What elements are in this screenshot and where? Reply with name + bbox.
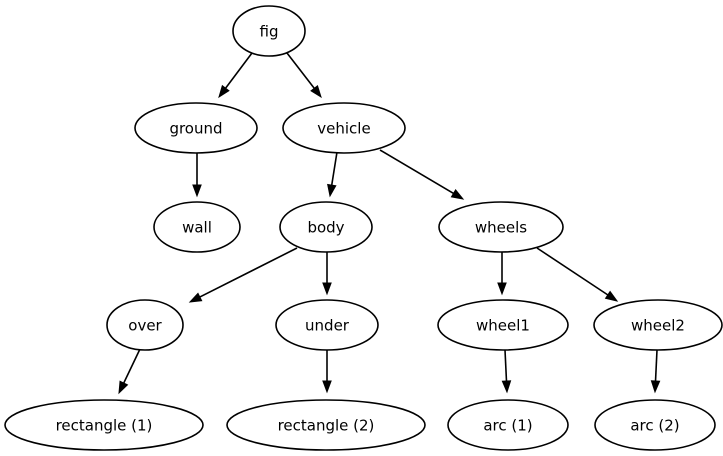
node-label-body: body	[307, 219, 344, 237]
node-ellipse-wall[interactable]	[153, 201, 241, 253]
graph-node-arc2[interactable]: arc (2)	[594, 399, 716, 451]
graph-node-ground[interactable]: ground	[134, 102, 258, 154]
edge-line	[330, 151, 338, 187]
edge-arrowhead-icon	[327, 183, 337, 198]
graph-edge	[536, 247, 619, 302]
node-label-rectangle1: rectangle (1)	[56, 417, 153, 435]
edge-arrowhead-icon	[310, 84, 322, 99]
edge-arrowhead-icon	[497, 282, 507, 296]
edge-line	[122, 348, 141, 385]
graph-node-rectangle2[interactable]: rectangle (2)	[226, 399, 426, 451]
graph-edge	[501, 349, 512, 394]
node-ellipse-ground[interactable]	[134, 102, 258, 154]
node-label-under: under	[305, 317, 350, 335]
graph-node-arc1[interactable]: arc (1)	[447, 399, 569, 451]
graph-node-under[interactable]: under	[275, 299, 379, 351]
edge-arrowhead-icon	[322, 380, 332, 394]
node-label-arc2: arc (2)	[630, 417, 679, 435]
graph-edge	[497, 252, 507, 296]
node-ellipse-wheel1[interactable]	[437, 299, 569, 351]
graph-edge	[379, 149, 465, 200]
node-label-rectangle2: rectangle (2)	[278, 417, 375, 435]
edge-line	[504, 349, 508, 383]
edge-line	[224, 52, 253, 90]
edge-line	[198, 247, 298, 299]
graph-edge	[650, 349, 661, 394]
node-label-wheel1: wheel1	[476, 317, 530, 335]
node-ellipse-under[interactable]	[275, 299, 379, 351]
edge-arrowhead-icon	[322, 282, 332, 296]
graph-edge	[286, 52, 322, 99]
graph-node-vehicle[interactable]: vehicle	[282, 102, 406, 154]
node-ellipse-arc1[interactable]	[447, 399, 569, 451]
nodes-layer: fig ground vehicle wall body wheels over under w…	[4, 5, 723, 451]
edge-arrowhead-icon	[192, 184, 202, 198]
graph-node-fig[interactable]: fig	[232, 5, 306, 57]
graph-node-wheel2[interactable]: wheel2	[593, 299, 723, 351]
node-ellipse-wheels[interactable]	[438, 201, 564, 253]
edge-arrowhead-icon	[450, 189, 465, 200]
node-ellipse-wheel2[interactable]	[593, 299, 723, 351]
edge-line	[379, 149, 456, 195]
node-label-arc1: arc (1)	[483, 417, 532, 435]
node-label-wheel2: wheel2	[631, 317, 685, 335]
node-ellipse-arc2[interactable]	[594, 399, 716, 451]
graph-node-rectangle1[interactable]: rectangle (1)	[4, 399, 204, 451]
node-label-over: over	[128, 317, 162, 335]
node-label-wheels: wheels	[475, 219, 527, 237]
node-label-fig: fig	[260, 23, 279, 41]
node-ellipse-vehicle[interactable]	[282, 102, 406, 154]
node-ellipse-body[interactable]	[279, 201, 373, 253]
graph-edge	[322, 252, 332, 296]
node-ellipse-rectangle1[interactable]	[4, 399, 204, 451]
graph-edge	[192, 153, 202, 198]
node-ellipse-over[interactable]	[106, 299, 184, 351]
edge-arrowhead-icon	[604, 290, 619, 302]
node-label-ground: ground	[169, 120, 222, 138]
edge-arrowhead-icon	[188, 292, 203, 303]
graph-edge	[218, 52, 253, 99]
graph-node-wheels[interactable]: wheels	[438, 201, 564, 253]
graph-node-body[interactable]: body	[279, 201, 373, 253]
edge-arrowhead-icon	[118, 380, 129, 395]
node-label-wall: wall	[182, 219, 212, 237]
node-ellipse-fig[interactable]	[232, 5, 306, 57]
graph-edge	[118, 348, 141, 395]
edge-line	[286, 52, 316, 90]
node-label-vehicle: vehicle	[317, 120, 370, 138]
graph-node-wheel1[interactable]: wheel1	[437, 299, 569, 351]
graph-node-wall[interactable]: wall	[153, 201, 241, 253]
edge-arrowhead-icon	[650, 380, 661, 394]
graph-edge	[327, 151, 338, 198]
edge-arrowhead-icon	[218, 84, 230, 99]
graph-edge	[188, 247, 298, 303]
edges-layer	[118, 52, 661, 395]
edge-line	[654, 349, 658, 383]
edge-line	[536, 247, 610, 297]
graph-node-over[interactable]: over	[106, 299, 184, 351]
graph-edge	[322, 350, 332, 394]
node-ellipse-rectangle2[interactable]	[226, 399, 426, 451]
edge-arrowhead-icon	[501, 380, 512, 394]
